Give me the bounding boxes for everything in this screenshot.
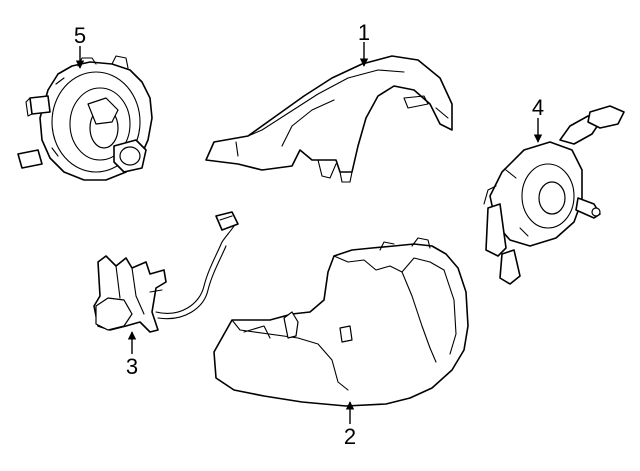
- callout-3: 3: [126, 354, 138, 379]
- part-4-combination-switch: [483, 105, 625, 285]
- callout-4: 4: [532, 95, 544, 120]
- part-5-clock-spring: [17, 55, 153, 181]
- part-2-lower-shroud: [213, 237, 469, 407]
- part-1-upper-shroud: [205, 55, 453, 183]
- callout-2: 2: [344, 424, 356, 449]
- part-3-bracket-harness: [93, 211, 239, 333]
- callout-5: 5: [74, 23, 86, 48]
- callout-1: 1: [358, 20, 370, 45]
